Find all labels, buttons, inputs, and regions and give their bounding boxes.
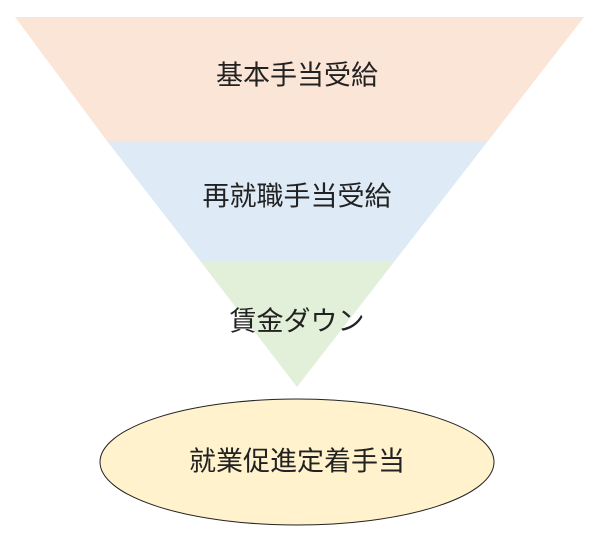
funnel-tier-2-label: 再就職手当受給 [203, 182, 392, 213]
funnel-tier-2 [107, 141, 488, 262]
outcome-ellipse [99, 398, 495, 526]
outcome: 就業促進定着手当 [99, 398, 495, 526]
outcome-label: 就業促進定着手当 [189, 447, 405, 478]
funnel: 基本手当受給 再就職手当受給 賃金ダウン [15, 17, 584, 387]
funnel-tier-1-label: 基本手当受給 [216, 61, 378, 92]
funnel-tier-1 [15, 17, 584, 141]
funnel-tier-3-label: 賃金ダウン [230, 307, 365, 338]
funnel-tier-3 [201, 262, 394, 387]
